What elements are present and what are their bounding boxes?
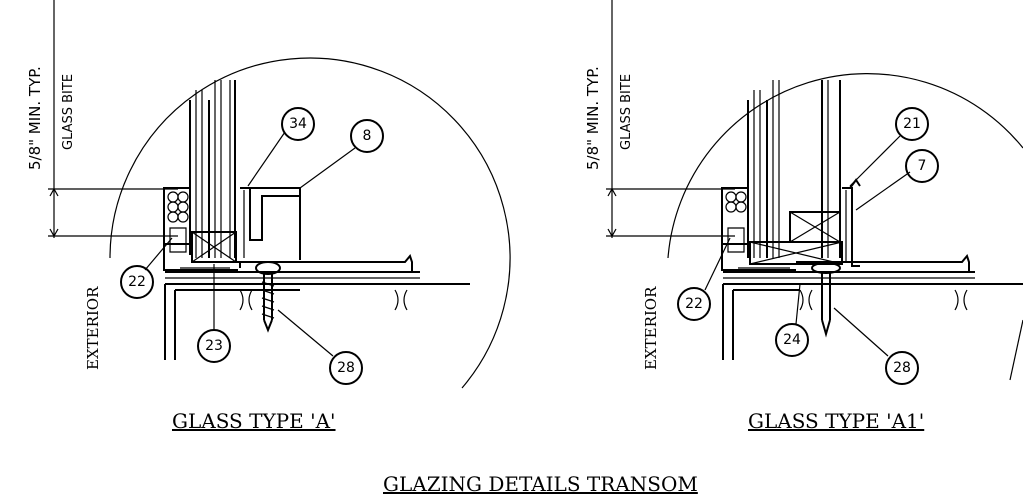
setting-block-a: [191, 231, 237, 263]
callout-22-a1: 22: [677, 287, 711, 321]
caption-glass-type-a1: GLASS TYPE 'A1': [748, 409, 924, 433]
gasket-a1: [721, 187, 796, 271]
svg-text:22: 22: [128, 274, 146, 290]
svg-text:28: 28: [893, 360, 911, 376]
screw-a: [255, 261, 281, 333]
detail-circle-a: [109, 57, 511, 389]
mullion-profile-a1: [842, 178, 861, 267]
transom-rail-a1: [722, 253, 1023, 360]
callout-28-a1: 28: [885, 351, 919, 385]
caption-glass-type-a: GLASS TYPE 'A': [172, 409, 336, 433]
fastener-a1: [811, 262, 841, 338]
svg-text:8: 8: [363, 128, 372, 144]
exterior-label-a: EXTERIOR: [84, 286, 102, 370]
setting-block-a1: [749, 211, 843, 265]
svg-text:23: 23: [205, 338, 223, 354]
transom-rail-a: [164, 253, 470, 360]
svg-text:34: 34: [289, 116, 307, 132]
svg-text:24: 24: [783, 332, 801, 348]
callout-34: 34: [281, 107, 315, 141]
callout-8: 8: [350, 119, 384, 153]
dim-bite-label-a1: GLASS BITE: [619, 74, 634, 150]
glass-pane-a1: [747, 80, 841, 258]
main-title: GLAZING DETAILS TRANSOM: [383, 472, 698, 496]
svg-text:21: 21: [903, 116, 921, 132]
mullion-profile-a: [236, 187, 301, 268]
dim-bite-label-a: GLASS BITE: [61, 74, 76, 150]
exterior-label-a1: EXTERIOR: [642, 286, 660, 370]
dim-min-label-a1: 5/8" MIN. TYP.: [584, 66, 602, 170]
dim-min-label-a: 5/8" MIN. TYP.: [26, 66, 44, 170]
callout-23: 23: [197, 329, 231, 363]
glass-pane-a: [189, 80, 236, 258]
gasket-a: [163, 187, 238, 271]
svg-text:7: 7: [918, 158, 927, 174]
callout-28: 28: [329, 351, 363, 385]
callout-21: 21: [895, 107, 929, 141]
svg-text:22: 22: [685, 296, 703, 312]
detail-glass-type-a: 34 8 22 23 28 5/8" MIN. TYP. GLASS BITE …: [26, 0, 511, 433]
callout-24: 24: [775, 323, 809, 357]
detail-glass-type-a1: 21 7 22 24 28 5/8" MIN. TYP. GLASS BITE …: [584, 0, 1023, 433]
callout-7: 7: [905, 149, 939, 183]
callout-22: 22: [120, 265, 154, 299]
svg-text:28: 28: [337, 360, 355, 376]
